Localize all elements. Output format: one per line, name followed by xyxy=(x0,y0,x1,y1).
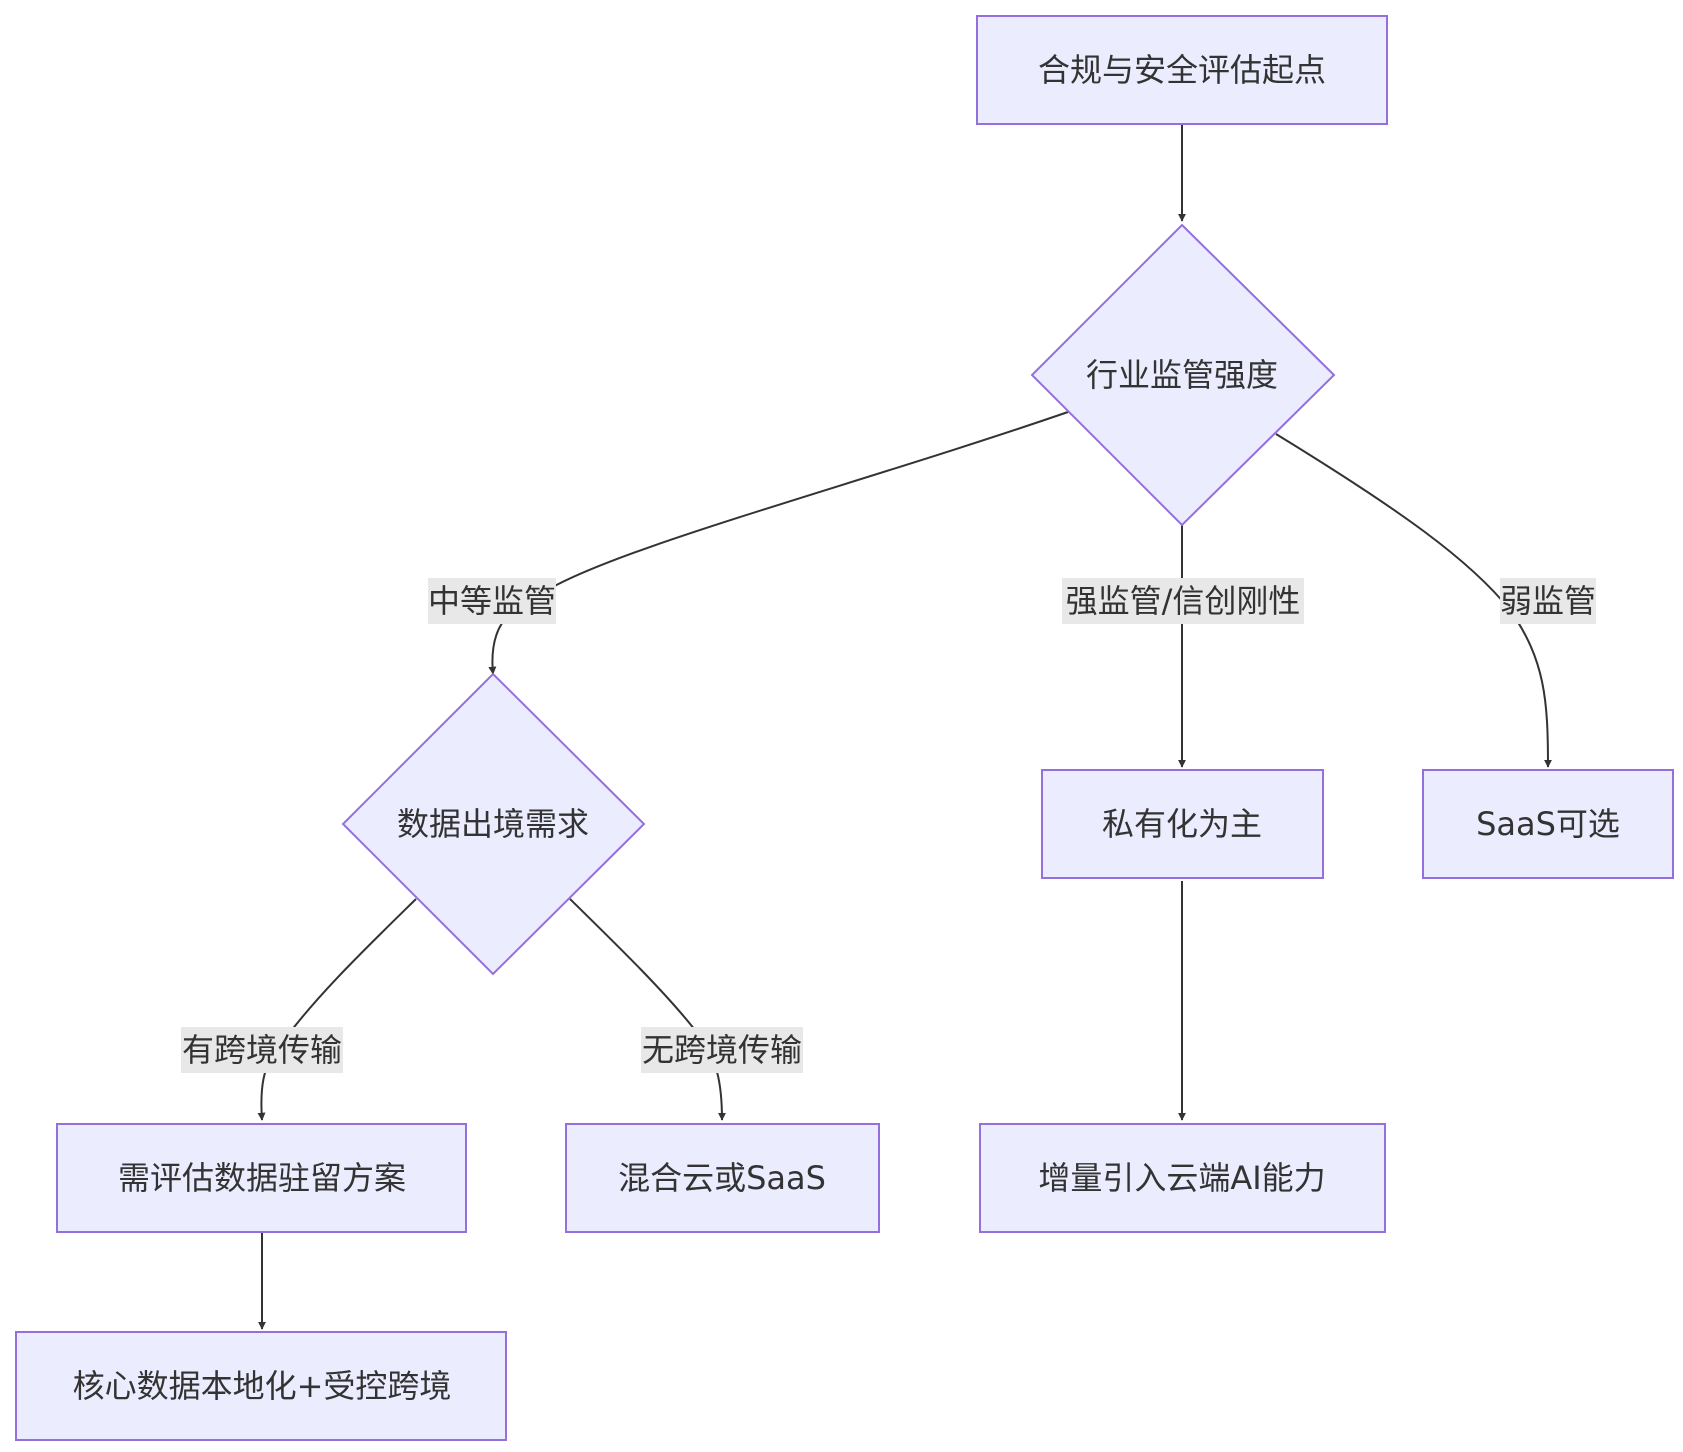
edge-label-weak: 弱监管 xyxy=(1500,578,1596,624)
node-data-export-decision: 数据出境需求 xyxy=(341,672,646,976)
edge-label-cross-border: 有跨境传输 xyxy=(181,1027,343,1073)
edge-label-medium: 中等监管 xyxy=(428,578,556,624)
node-start-label: 合规与安全评估起点 xyxy=(1038,51,1326,89)
node-core-local: 核心数据本地化+受控跨境 xyxy=(15,1331,507,1441)
node-start: 合规与安全评估起点 xyxy=(976,15,1388,125)
edge-labels: 中等监管 强监管/信创刚性 弱监管 有跨境传输 无跨境传输 xyxy=(181,578,1596,1073)
edge-regulation-to-saas-optional xyxy=(1275,433,1552,768)
edge-label-cross-border-text: 有跨境传输 xyxy=(182,1031,342,1069)
node-hybrid-cloud-label: 混合云或SaaS xyxy=(618,1159,826,1197)
node-residency-eval-label: 需评估数据驻留方案 xyxy=(118,1159,406,1197)
edge-data-export-to-hybrid-cloud xyxy=(569,898,726,1121)
node-data-export-label: 数据出境需求 xyxy=(397,805,589,843)
edge-data-export-to-residency-eval xyxy=(257,898,417,1121)
node-residency-eval: 需评估数据驻留方案 xyxy=(56,1123,467,1233)
node-incremental-ai: 增量引入云端AI能力 xyxy=(979,1123,1386,1233)
node-saas-optional-label: SaaS可选 xyxy=(1476,805,1620,843)
node-incremental-ai-label: 增量引入云端AI能力 xyxy=(1038,1159,1325,1197)
node-regulation-label: 行业监管强度 xyxy=(1086,356,1278,394)
edge-label-strong: 强监管/信创刚性 xyxy=(1062,578,1304,624)
edge-label-medium-text: 中等监管 xyxy=(428,582,556,620)
node-private-first-label: 私有化为主 xyxy=(1102,805,1262,843)
edge-regulation-to-data-export xyxy=(488,411,1069,675)
edge-label-no-cross-border-text: 无跨境传输 xyxy=(642,1031,802,1069)
nodes: 合规与安全评估起点 行业监管强度 数据出境需求 私有化为主 SaaS可选 需评估… xyxy=(15,15,1674,1441)
node-hybrid-cloud: 混合云或SaaS xyxy=(565,1123,880,1233)
edge-label-no-cross-border: 无跨境传输 xyxy=(641,1027,803,1073)
node-saas-optional: SaaS可选 xyxy=(1422,769,1674,879)
edge-label-weak-text: 弱监管 xyxy=(1500,582,1596,620)
node-core-local-label: 核心数据本地化+受控跨境 xyxy=(73,1367,452,1405)
node-regulation-decision: 行业监管强度 xyxy=(1030,223,1336,527)
edge-label-strong-text: 强监管/信创刚性 xyxy=(1066,582,1301,620)
node-private-first: 私有化为主 xyxy=(1041,769,1324,879)
